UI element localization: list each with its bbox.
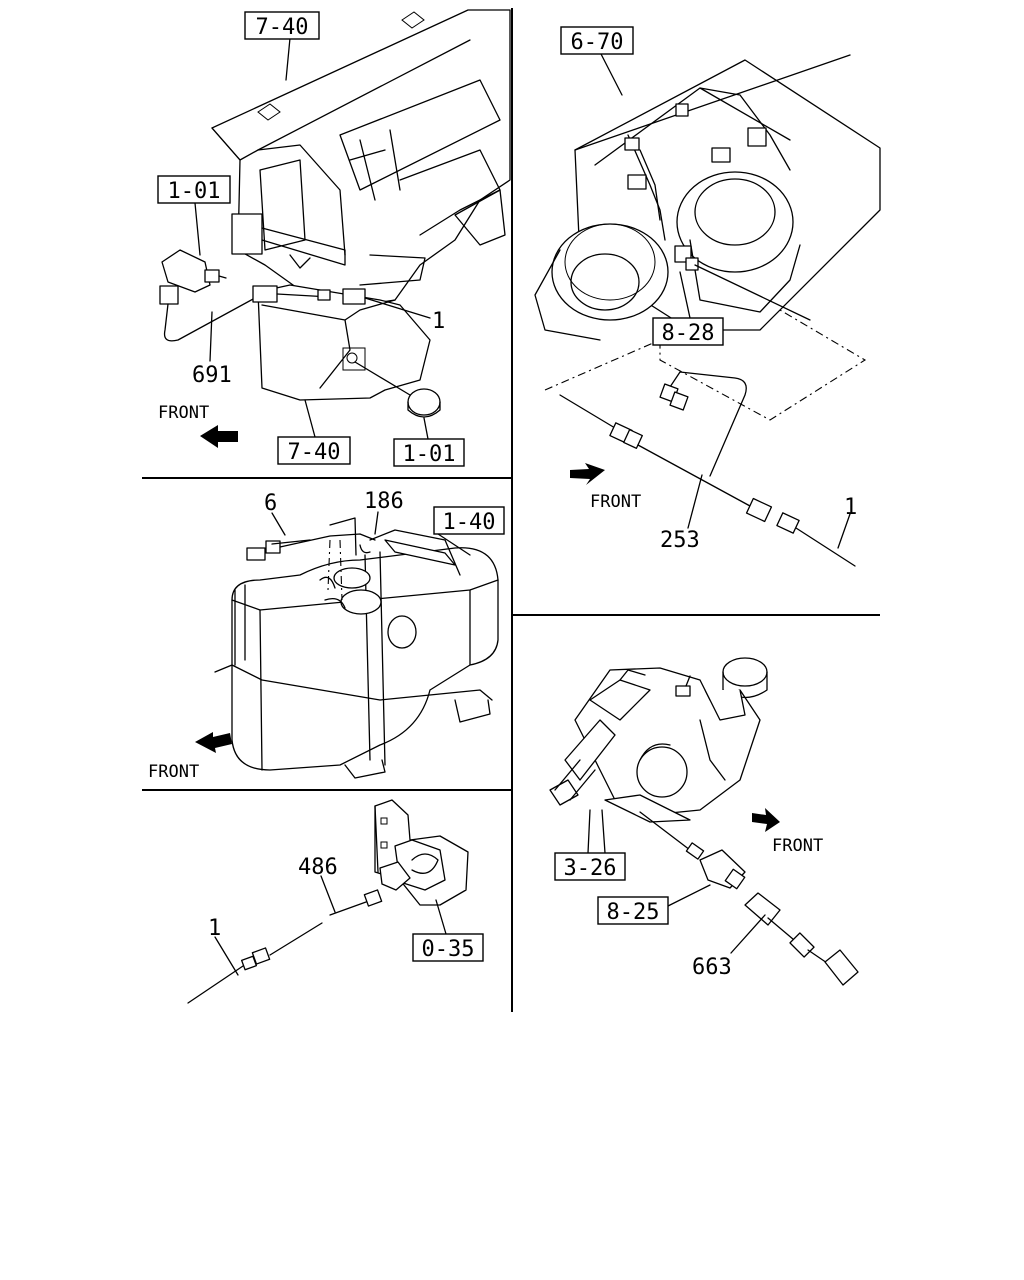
part-label-1-bottom-left: 1 xyxy=(208,916,221,941)
engine-drawing xyxy=(549,657,768,823)
ref-box-1-01-bottom xyxy=(393,438,465,467)
ref-label-1-01-top: 1-01 xyxy=(168,179,221,204)
sensor-bracket-section: 486 1 0-35 xyxy=(187,799,484,1004)
horn-left-drawing xyxy=(534,223,669,341)
part-label-1: 1 xyxy=(432,309,445,334)
section-dividers xyxy=(142,8,880,1012)
dashboard-leaders xyxy=(194,37,431,440)
sensor-leaders xyxy=(214,875,447,976)
ref-box-7-40-top xyxy=(244,11,320,40)
oil-pressure-sensor-drawing xyxy=(639,811,746,890)
ref-box-1-01-top xyxy=(157,175,231,204)
ref-label-0-35: 0-35 xyxy=(422,937,475,962)
ref-label-8-25: 8-25 xyxy=(607,900,660,925)
knob-1-01-drawing xyxy=(354,361,441,418)
front-label-top-left: FRONT xyxy=(158,403,209,423)
part-label-1-top-right: 1 xyxy=(844,495,857,520)
ref-label-7-40-top: 7-40 xyxy=(256,15,309,40)
front-label-middle-left: FRONT xyxy=(148,762,199,782)
ref-box-1-40 xyxy=(433,506,505,535)
ref-box-0-35 xyxy=(412,933,484,962)
part-label-6: 6 xyxy=(264,491,277,516)
front-arrow-icon xyxy=(570,463,605,485)
tank-leaders xyxy=(271,511,471,556)
part-label-253: 253 xyxy=(660,528,700,553)
horn-section: 6-70 8-28 FRONT 253 1 xyxy=(534,26,881,567)
ref-box-7-40-bottom xyxy=(277,436,351,465)
part-label-486: 486 xyxy=(298,855,338,880)
engine-section: FRONT 3-26 8-25 663 xyxy=(549,657,859,986)
front-label-bottom-right: FRONT xyxy=(772,836,823,856)
fuel-tank-section: 6 186 1-40 FRONT xyxy=(148,489,505,782)
front-arrow-icon xyxy=(195,732,232,753)
sensor-wire-drawing xyxy=(187,889,383,1004)
engine-leaders xyxy=(587,809,766,954)
sensor-harness-663-drawing xyxy=(744,892,859,986)
switch-1-01-drawing xyxy=(159,249,227,305)
horn-harness-drawing xyxy=(544,264,867,567)
horn-brackets-drawing xyxy=(624,103,767,271)
ref-box-8-25 xyxy=(597,896,669,925)
instrument-panel-drawing xyxy=(211,9,511,311)
front-arrow-icon xyxy=(200,425,238,448)
front-label-top-right: FRONT xyxy=(590,492,641,512)
ref-label-1-40: 1-40 xyxy=(443,510,496,535)
part-label-186: 186 xyxy=(364,489,404,514)
ref-label-6-70: 6-70 xyxy=(571,30,624,55)
fuel-tank-drawing xyxy=(214,547,499,779)
part-label-691: 691 xyxy=(192,363,232,388)
ref-label-3-26: 3-26 xyxy=(564,856,617,881)
ref-label-1-01-bottom: 1-01 xyxy=(403,442,456,467)
bracket-drawing xyxy=(374,799,469,906)
front-arrow-icon xyxy=(752,808,780,832)
tank-harness-drawing xyxy=(246,517,461,601)
part-label-663: 663 xyxy=(692,955,732,980)
ref-label-8-28: 8-28 xyxy=(662,321,715,346)
ref-box-3-26 xyxy=(554,852,626,881)
horn-leaders xyxy=(599,51,851,549)
ref-label-7-40-bottom: 7-40 xyxy=(288,440,341,465)
dashboard-section: 7-40 1-01 1 691 FRONT 7-40 1-01 xyxy=(157,9,511,467)
horn-right-drawing xyxy=(676,147,801,313)
wire-691-drawing xyxy=(163,285,366,342)
ref-box-8-28 xyxy=(652,317,724,346)
ref-box-6-70 xyxy=(560,26,634,55)
